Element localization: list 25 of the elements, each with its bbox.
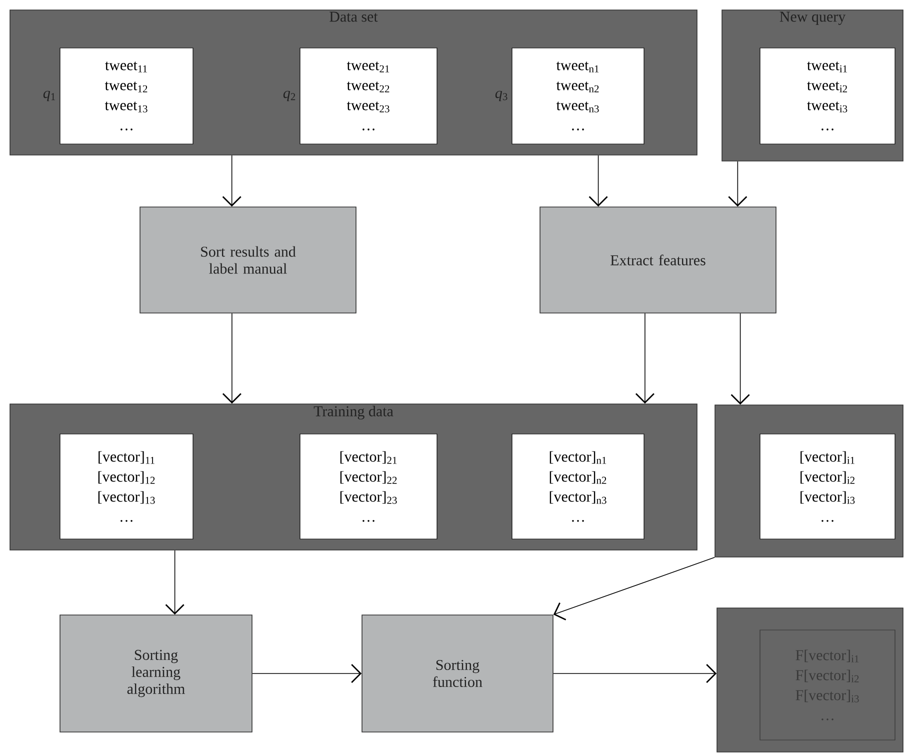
process-box: Sort results and label manual — [140, 206, 356, 314]
list-box: tweet$_{n1}$ tweet$_{n2}$ tweet$_{n3}$ … q$_{3}$ — [495, 48, 644, 144]
list-box: tweet$_{11}$ tweet$_{12}$ tweet$_{13}$ … q$_{1}$ — [43, 48, 194, 144]
arrow — [222, 313, 242, 404]
list-box: [vector]$_{21}$ [vector]$_{22}$ [vector]$_{23}$ … — [300, 434, 438, 540]
arrow — [635, 313, 654, 404]
list-box: [vector]$_{i1}$ [vector]$_{i2}$ [vector]$_{i3}$ … — [760, 434, 896, 540]
list-box: [vector]$_{11}$ [vector]$_{12}$ [vector]$_{13}$ … — [60, 434, 194, 540]
arrow — [730, 313, 750, 405]
node-label: q$_{1}$ — [43, 90, 56, 102]
arrow — [553, 557, 715, 620]
process-box: Sorting learning algorithm — [60, 614, 252, 732]
arrow — [553, 664, 717, 683]
process-box: Extract features — [540, 206, 776, 314]
list-box: tweet$_{21}$ tweet$_{22}$ tweet$_{23}$ … q$_{2}$ — [283, 48, 438, 144]
arrow — [252, 664, 362, 683]
arrow — [728, 161, 748, 207]
arrow — [165, 550, 184, 615]
node-label: q$_{2}$ — [283, 90, 296, 102]
list-box: [vector]$_{n1}$ [vector]$_{n2}$ [vector]$_{n3}$ … — [512, 434, 644, 540]
process-box: Sorting function — [362, 614, 554, 732]
arrow — [222, 155, 242, 207]
arrow — [588, 155, 608, 207]
list-box: tweet$_{i1}$ tweet$_{i2}$ tweet$_{i3}$ … — [760, 48, 896, 144]
node-label: q$_{3}$ — [495, 90, 508, 102]
